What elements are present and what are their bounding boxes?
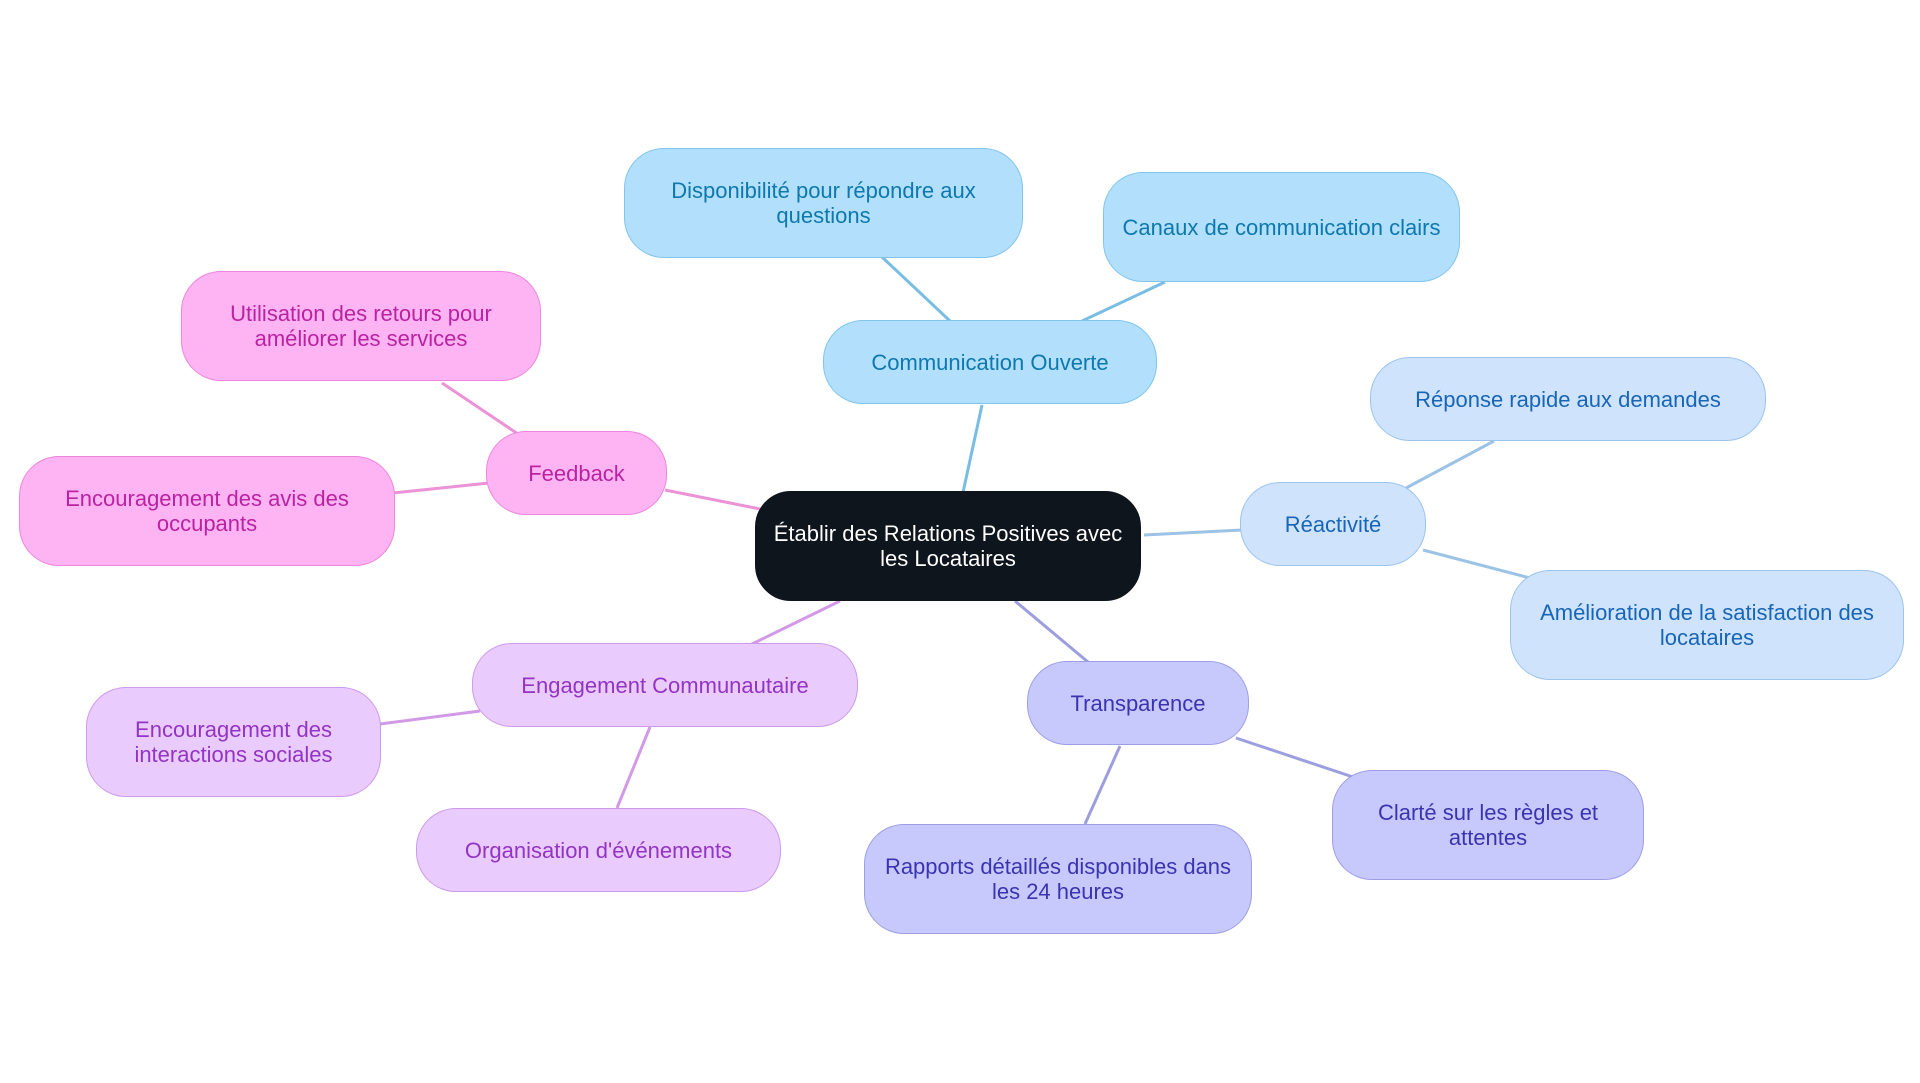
edge-root-feedback <box>664 488 761 511</box>
edge-reactivite-child-1 <box>1405 439 1495 490</box>
root-label: Établir des Relations Positives avec les… <box>773 521 1123 571</box>
edge-transparence-child-1 <box>1083 745 1122 825</box>
leaf-node-transparence-2: Clarté sur les règles et attentes <box>1332 770 1644 880</box>
edge-communication-child-1 <box>880 255 952 323</box>
edge-communication-child-2 <box>1081 280 1166 323</box>
edge-feedback-child-1 <box>441 381 519 436</box>
leaf-label: Réponse rapide aux demandes <box>1415 386 1721 412</box>
leaf-node-engagement-1: Encouragement des interactions sociales <box>86 687 381 797</box>
leaf-node-feedback-1: Utilisation des retours pour améliorer l… <box>181 271 541 381</box>
branch-label: Engagement Communautaire <box>521 672 809 698</box>
leaf-label: Canaux de communication clairs <box>1122 214 1441 240</box>
leaf-label: Utilisation des retours pour améliorer l… <box>230 301 492 351</box>
leaf-label: Clarté sur les règles et attentes <box>1377 800 1599 850</box>
branch-label: Communication Ouverte <box>871 349 1109 375</box>
leaf-label: Amélioration de la satisfaction des loca… <box>1540 600 1874 650</box>
leaf-node-communication-1: Disponibilité pour répondre aux question… <box>624 148 1023 258</box>
branch-label: Transparence <box>1070 690 1206 716</box>
leaf-node-transparence-1: Rapports détaillés disponibles dans les … <box>864 824 1252 934</box>
branch-label: Feedback <box>528 460 625 486</box>
leaf-node-reactivite-1: Réponse rapide aux demandes <box>1370 357 1766 441</box>
edge-feedback-child-2 <box>392 481 490 495</box>
leaf-label: Organisation d'événements <box>464 837 733 863</box>
branch-node-reactivite: Réactivité <box>1240 482 1426 566</box>
branch-label: Réactivité <box>1284 511 1382 537</box>
leaf-node-feedback-2: Encouragement des avis des occupants <box>19 456 395 566</box>
edge-engagement-child-1 <box>379 709 481 726</box>
root-node: Établir des Relations Positives avec les… <box>755 491 1141 601</box>
leaf-node-communication-2: Canaux de communication clairs <box>1103 172 1460 282</box>
edge-reactivite-child-2 <box>1422 548 1531 580</box>
leaf-label: Encouragement des avis des occupants <box>65 486 349 536</box>
branch-node-communication: Communication Ouverte <box>823 320 1157 404</box>
branch-node-feedback: Feedback <box>486 431 667 515</box>
branch-node-transparence: Transparence <box>1027 661 1249 745</box>
edge-engagement-child-2 <box>615 726 652 809</box>
edge-transparence-child-2 <box>1235 736 1354 779</box>
branch-node-engagement: Engagement Communautaire <box>472 643 858 727</box>
leaf-label: Rapports détaillés disponibles dans les … <box>884 854 1232 904</box>
leaf-node-engagement-2: Organisation d'événements <box>416 808 781 892</box>
leaf-node-reactivite-2: Amélioration de la satisfaction des loca… <box>1510 570 1904 680</box>
leaf-label: Disponibilité pour répondre aux question… <box>671 178 976 228</box>
leaf-label: Encouragement des interactions sociales <box>134 717 333 767</box>
edge-root-transparence <box>1014 599 1089 664</box>
edge-root-communication <box>960 404 984 498</box>
edge-root-engagement <box>749 599 841 647</box>
edge-root-reactivite <box>1143 528 1243 537</box>
